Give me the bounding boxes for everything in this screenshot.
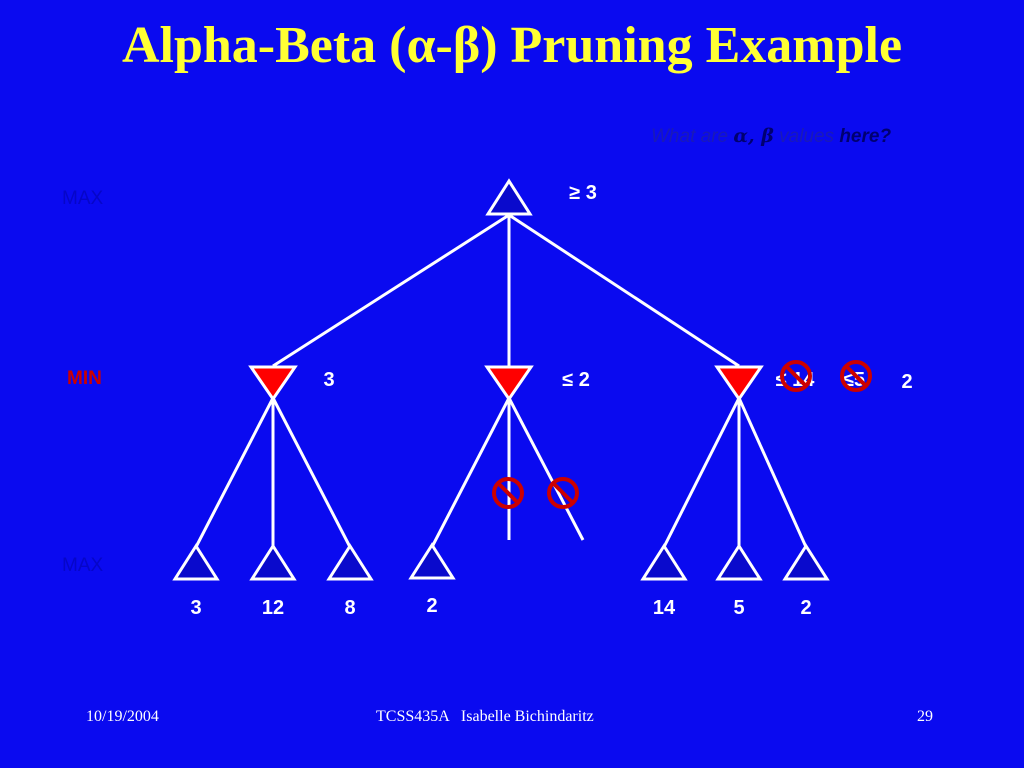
footer-date: 10/19/2004 [86, 708, 159, 725]
no-symbol-icon [547, 477, 579, 509]
leaf-value-4: 2 [426, 595, 438, 617]
question-annotation: What are α, β values here? [651, 125, 891, 148]
edge-min-left-leaf-3 [271, 397, 352, 548]
question-suffix: here? [839, 126, 892, 147]
level-label-max-top: MAX [62, 188, 104, 209]
root-value: ≥ 3 [569, 182, 597, 204]
edge-min-left-leaf-1 [194, 397, 275, 548]
min-node-middle [484, 365, 534, 402]
leaf-value-1: 3 [190, 597, 202, 619]
edge-min-right-leaf-3 [737, 397, 808, 548]
slide-title: Alpha-Beta (α-β) Pruning Example [121, 17, 903, 74]
edge-min-middle-pruned-2 [507, 397, 585, 541]
level-label-min: MIN [67, 368, 102, 389]
footer-course: TCSS435A Isabelle Bichindaritz [376, 708, 594, 725]
leaf-node-2 [249, 543, 297, 581]
leaf-value-2: 12 [261, 597, 285, 619]
alpha-beta-symbols: α, β [733, 125, 774, 147]
edge-min-right-leaf-1 [662, 397, 741, 548]
leaf-node-4 [408, 542, 456, 580]
min-right-value-final: 2 [901, 371, 913, 393]
no-symbol-icon [780, 360, 812, 392]
footer-page-number: 29 [917, 708, 933, 725]
min-left-value: 3 [323, 369, 335, 391]
tree-edges [194, 213, 808, 548]
min-middle-value: ≤ 2 [562, 369, 590, 391]
leaf-value-7: 2 [800, 597, 812, 619]
leaf-node-5 [640, 543, 688, 581]
max-node-root [485, 178, 533, 216]
leaf-node-6 [715, 543, 763, 581]
edge-min-middle-leaf-1 [430, 397, 511, 548]
leaf-value-3: 8 [344, 597, 356, 619]
leaf-node-3 [326, 543, 374, 581]
no-symbol-icon [492, 477, 524, 509]
leaf-value-5: 14 [652, 597, 676, 619]
leaf-node-7 [782, 543, 830, 581]
no-symbol-icon [840, 360, 872, 392]
min-node-right [714, 365, 764, 402]
question-prefix: What are [651, 126, 734, 147]
edge-root-min-left [272, 213, 510, 368]
leaf-value-6: 5 [733, 597, 745, 619]
question-middle: values [773, 126, 840, 147]
level-label-max-bottom: MAX [62, 555, 104, 576]
min-node-left [248, 365, 298, 402]
edge-root-min-right [508, 213, 740, 368]
leaf-node-1 [172, 543, 220, 581]
